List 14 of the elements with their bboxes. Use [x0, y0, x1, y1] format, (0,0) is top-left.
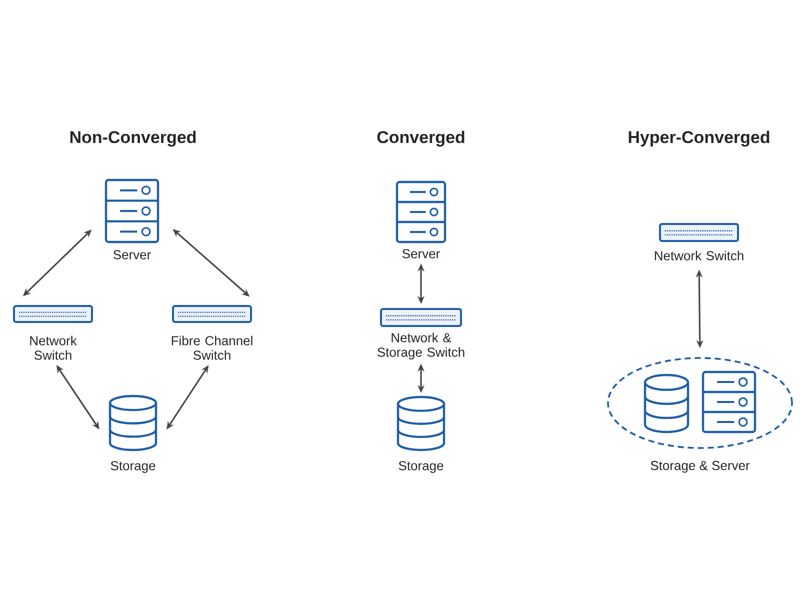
node-label: Network & Storage Switch	[378, 332, 464, 360]
node-label: Server	[402, 249, 440, 258]
node-label: Storage & Server	[650, 460, 750, 473]
node-label: Storage	[110, 461, 156, 473]
node-label: Server	[113, 250, 151, 260]
section-title: Hyper-Converged	[628, 130, 770, 147]
node-label: Network Switch	[30, 336, 77, 360]
node-label: Fibre Channel Switch	[172, 336, 252, 360]
section-title: Non-Converged	[70, 130, 196, 147]
node-label: Network Switch	[654, 250, 744, 260]
database-icon	[644, 374, 690, 434]
section-title: Converged	[377, 130, 464, 147]
server-icon	[702, 370, 756, 434]
node-label: Storage	[398, 461, 444, 473]
